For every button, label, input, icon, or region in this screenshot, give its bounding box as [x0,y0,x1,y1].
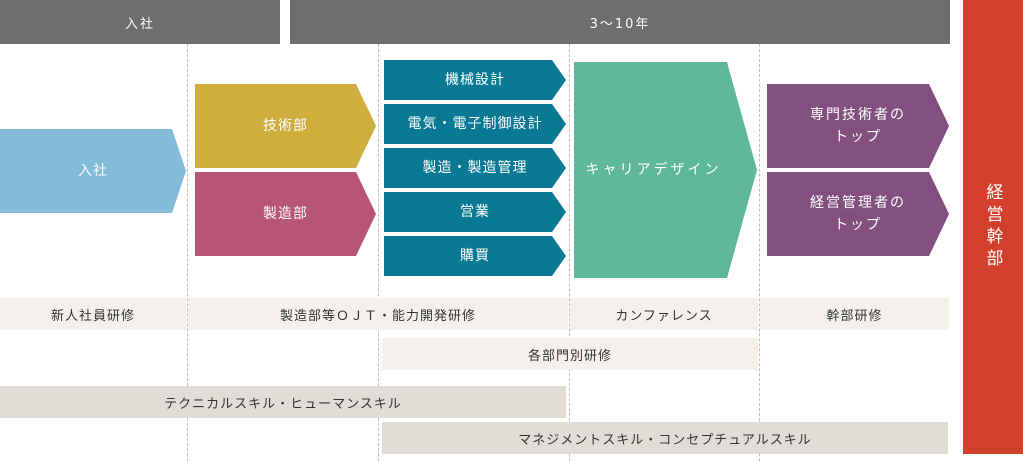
career-design-arrow: キャリアデザイン [574,62,757,278]
training-departmental-label: 各部門別研修 [527,348,612,364]
training-executive-label: 幹部研修 [826,308,883,324]
department-arrow-manufacturing: 製造部 [195,172,376,256]
specialty-arrow: 製造・製造管理 [384,148,566,188]
specialty-arrow: 営業 [384,192,566,232]
specialty-label: 電気・電子制御設計 [407,116,543,132]
training-new-hire-label: 新人社員研修 [50,308,135,324]
header-years-bar: 3～10年 [290,0,950,44]
training-ojt: 製造部等ＯＪＴ・能力開発研修 [188,298,568,330]
leader-label-specialist: 専門技術者の トップ [810,107,906,145]
skills-management-conceptual: マネジメントスキル・コンセプチュアルスキル [382,422,948,454]
training-conference-label: カンファレンス [615,308,713,324]
skills-technical-human: テクニカルスキル・ヒューマンスキル [0,386,566,418]
executive-column: 経営幹部 [963,0,1023,454]
leader-arrow-specialist: 専門技術者の トップ [767,84,949,168]
training-departmental: 各部門別研修 [382,338,758,370]
skills-management-conceptual-label: マネジメントスキル・コンセプチュアルスキル [518,432,812,448]
leader-label-management: 経営管理者の トップ [810,195,906,233]
entry-label: 入社 [78,163,108,179]
column-divider [569,44,570,461]
specialty-label: 営業 [460,204,490,220]
department-arrow-tech: 技術部 [195,84,376,168]
training-ojt-label: 製造部等ＯＪＴ・能力開発研修 [279,308,476,324]
department-label-tech: 技術部 [263,118,308,134]
header-entry-label: 入社 [124,16,155,32]
entry-arrow: 入社 [0,129,186,213]
column-divider [187,44,188,461]
specialty-label: 製造・製造管理 [422,160,528,176]
header-entry-bar: 入社 [0,0,280,44]
column-divider [378,44,379,461]
leader-arrow-management: 経営管理者の トップ [767,172,949,256]
specialty-arrow: 機械設計 [384,60,566,100]
training-executive: 幹部研修 [760,298,949,330]
specialty-label: 購買 [460,248,490,264]
training-conference: カンファレンス [570,298,758,330]
specialty-label: 機械設計 [445,72,505,88]
specialty-arrow: 購買 [384,236,566,276]
training-new-hire: 新人社員研修 [0,298,186,330]
skills-technical-human-label: テクニカルスキル・ヒューマンスキル [164,396,402,412]
department-label-manufacturing: 製造部 [263,206,308,222]
header-years-label: 3～10年 [589,16,651,32]
column-divider [759,44,760,461]
specialty-arrow: 電気・電子制御設計 [384,104,566,144]
career-design-label: キャリアデザイン [585,162,722,178]
executive-label: 経営幹部 [982,183,1003,271]
